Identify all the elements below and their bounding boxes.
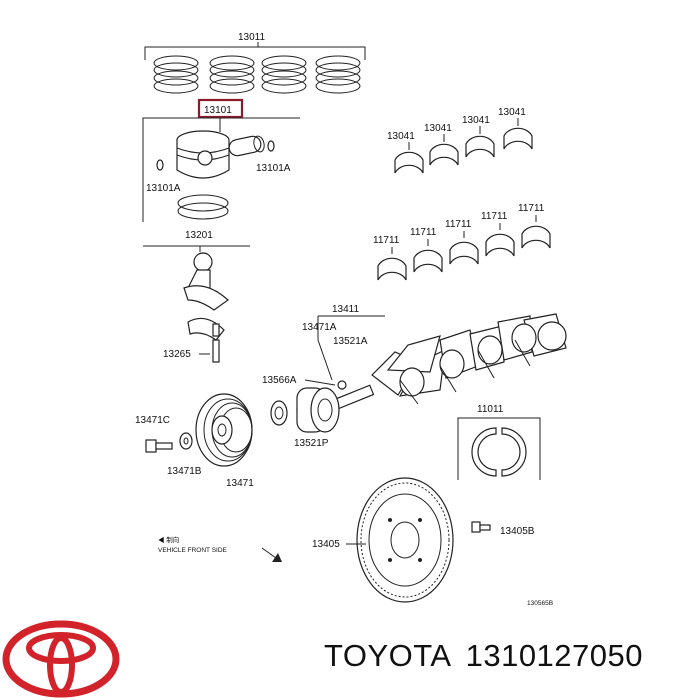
brand-and-part-number: TOYOTA 1310127050 — [324, 638, 657, 674]
crank-timing-gear — [270, 387, 340, 433]
label-key: 13471A — [302, 322, 337, 333]
piston-pin — [228, 135, 265, 157]
label-rod-bolt: 13265 — [163, 349, 191, 360]
crankshaft — [333, 313, 567, 410]
thrust-washers — [471, 427, 527, 477]
label-piston: 13101 — [204, 105, 232, 116]
label-brg-main-5: 11711 — [518, 203, 545, 214]
oil-ring — [177, 194, 229, 220]
label-gear: 13521P — [294, 438, 329, 449]
label-pulley-bolt: 13471C — [135, 415, 170, 426]
label-pin-clip-left: 13101A — [146, 183, 181, 194]
label-brg-main-4: 11711 — [481, 211, 508, 222]
piston — [176, 130, 230, 179]
drawing-code: 130565B — [527, 600, 553, 607]
main-bearings: 11711 11711 11711 11711 11711 — [373, 203, 551, 281]
connecting-rod — [183, 252, 229, 363]
conrod-bearings: 13041 13041 13041 13041 — [387, 107, 533, 174]
label-brg-main-2: 11711 — [410, 227, 437, 238]
label-brg-main-1: 11711 — [373, 235, 400, 246]
toyota-logo-icon — [2, 620, 120, 698]
part-number: 1310127050 — [465, 638, 644, 673]
label-brg-top-1: 13041 — [387, 131, 415, 142]
label-brg-top-2: 13041 — [424, 123, 452, 134]
label-brg-top-3: 13041 — [462, 115, 490, 126]
label-pulley: 13471 — [226, 478, 254, 489]
highlight-box — [197, 98, 244, 119]
piston-ring-set — [153, 55, 361, 94]
front-note-en: VEHICLE FRONT SIDE — [158, 547, 228, 554]
crank-pulley — [195, 393, 253, 467]
flywheel-bolt — [471, 521, 491, 533]
label-crank-hdr: 13411 — [332, 304, 360, 315]
pulley-bolt — [145, 439, 173, 453]
front-note-ja: ◀ 制向 — [158, 535, 179, 544]
label-flywheel: 13405 — [312, 539, 340, 550]
label-brg-main-3: 11711 — [445, 219, 472, 230]
label-crank-gear: 13566A — [262, 375, 297, 386]
front-direction-arrow-icon — [261, 547, 282, 562]
ring-set-group: 13011 — [144, 32, 366, 94]
piston-callout[interactable]: 13101 — [197, 98, 244, 119]
flywheel — [356, 477, 454, 603]
label-pin-clip-right: 13101A — [256, 163, 291, 174]
label-gear-key: 13521A — [333, 336, 368, 347]
pin-clip-right — [267, 140, 275, 152]
label-brg-top-4: 13041 — [498, 107, 526, 118]
pulley-washer — [179, 432, 193, 450]
brand-name: TOYOTA — [324, 638, 452, 673]
label-washer: 13471B — [167, 466, 202, 477]
parts-diagram: 13011 13101 13101A 13101A — [135, 32, 567, 607]
label-thrust: 11011 — [477, 404, 504, 415]
label-ring-set: 13011 — [238, 32, 266, 43]
label-fw-bolt: 13405B — [500, 526, 535, 537]
pin-clip-left — [156, 159, 164, 171]
label-rod: 13201 — [185, 230, 213, 241]
